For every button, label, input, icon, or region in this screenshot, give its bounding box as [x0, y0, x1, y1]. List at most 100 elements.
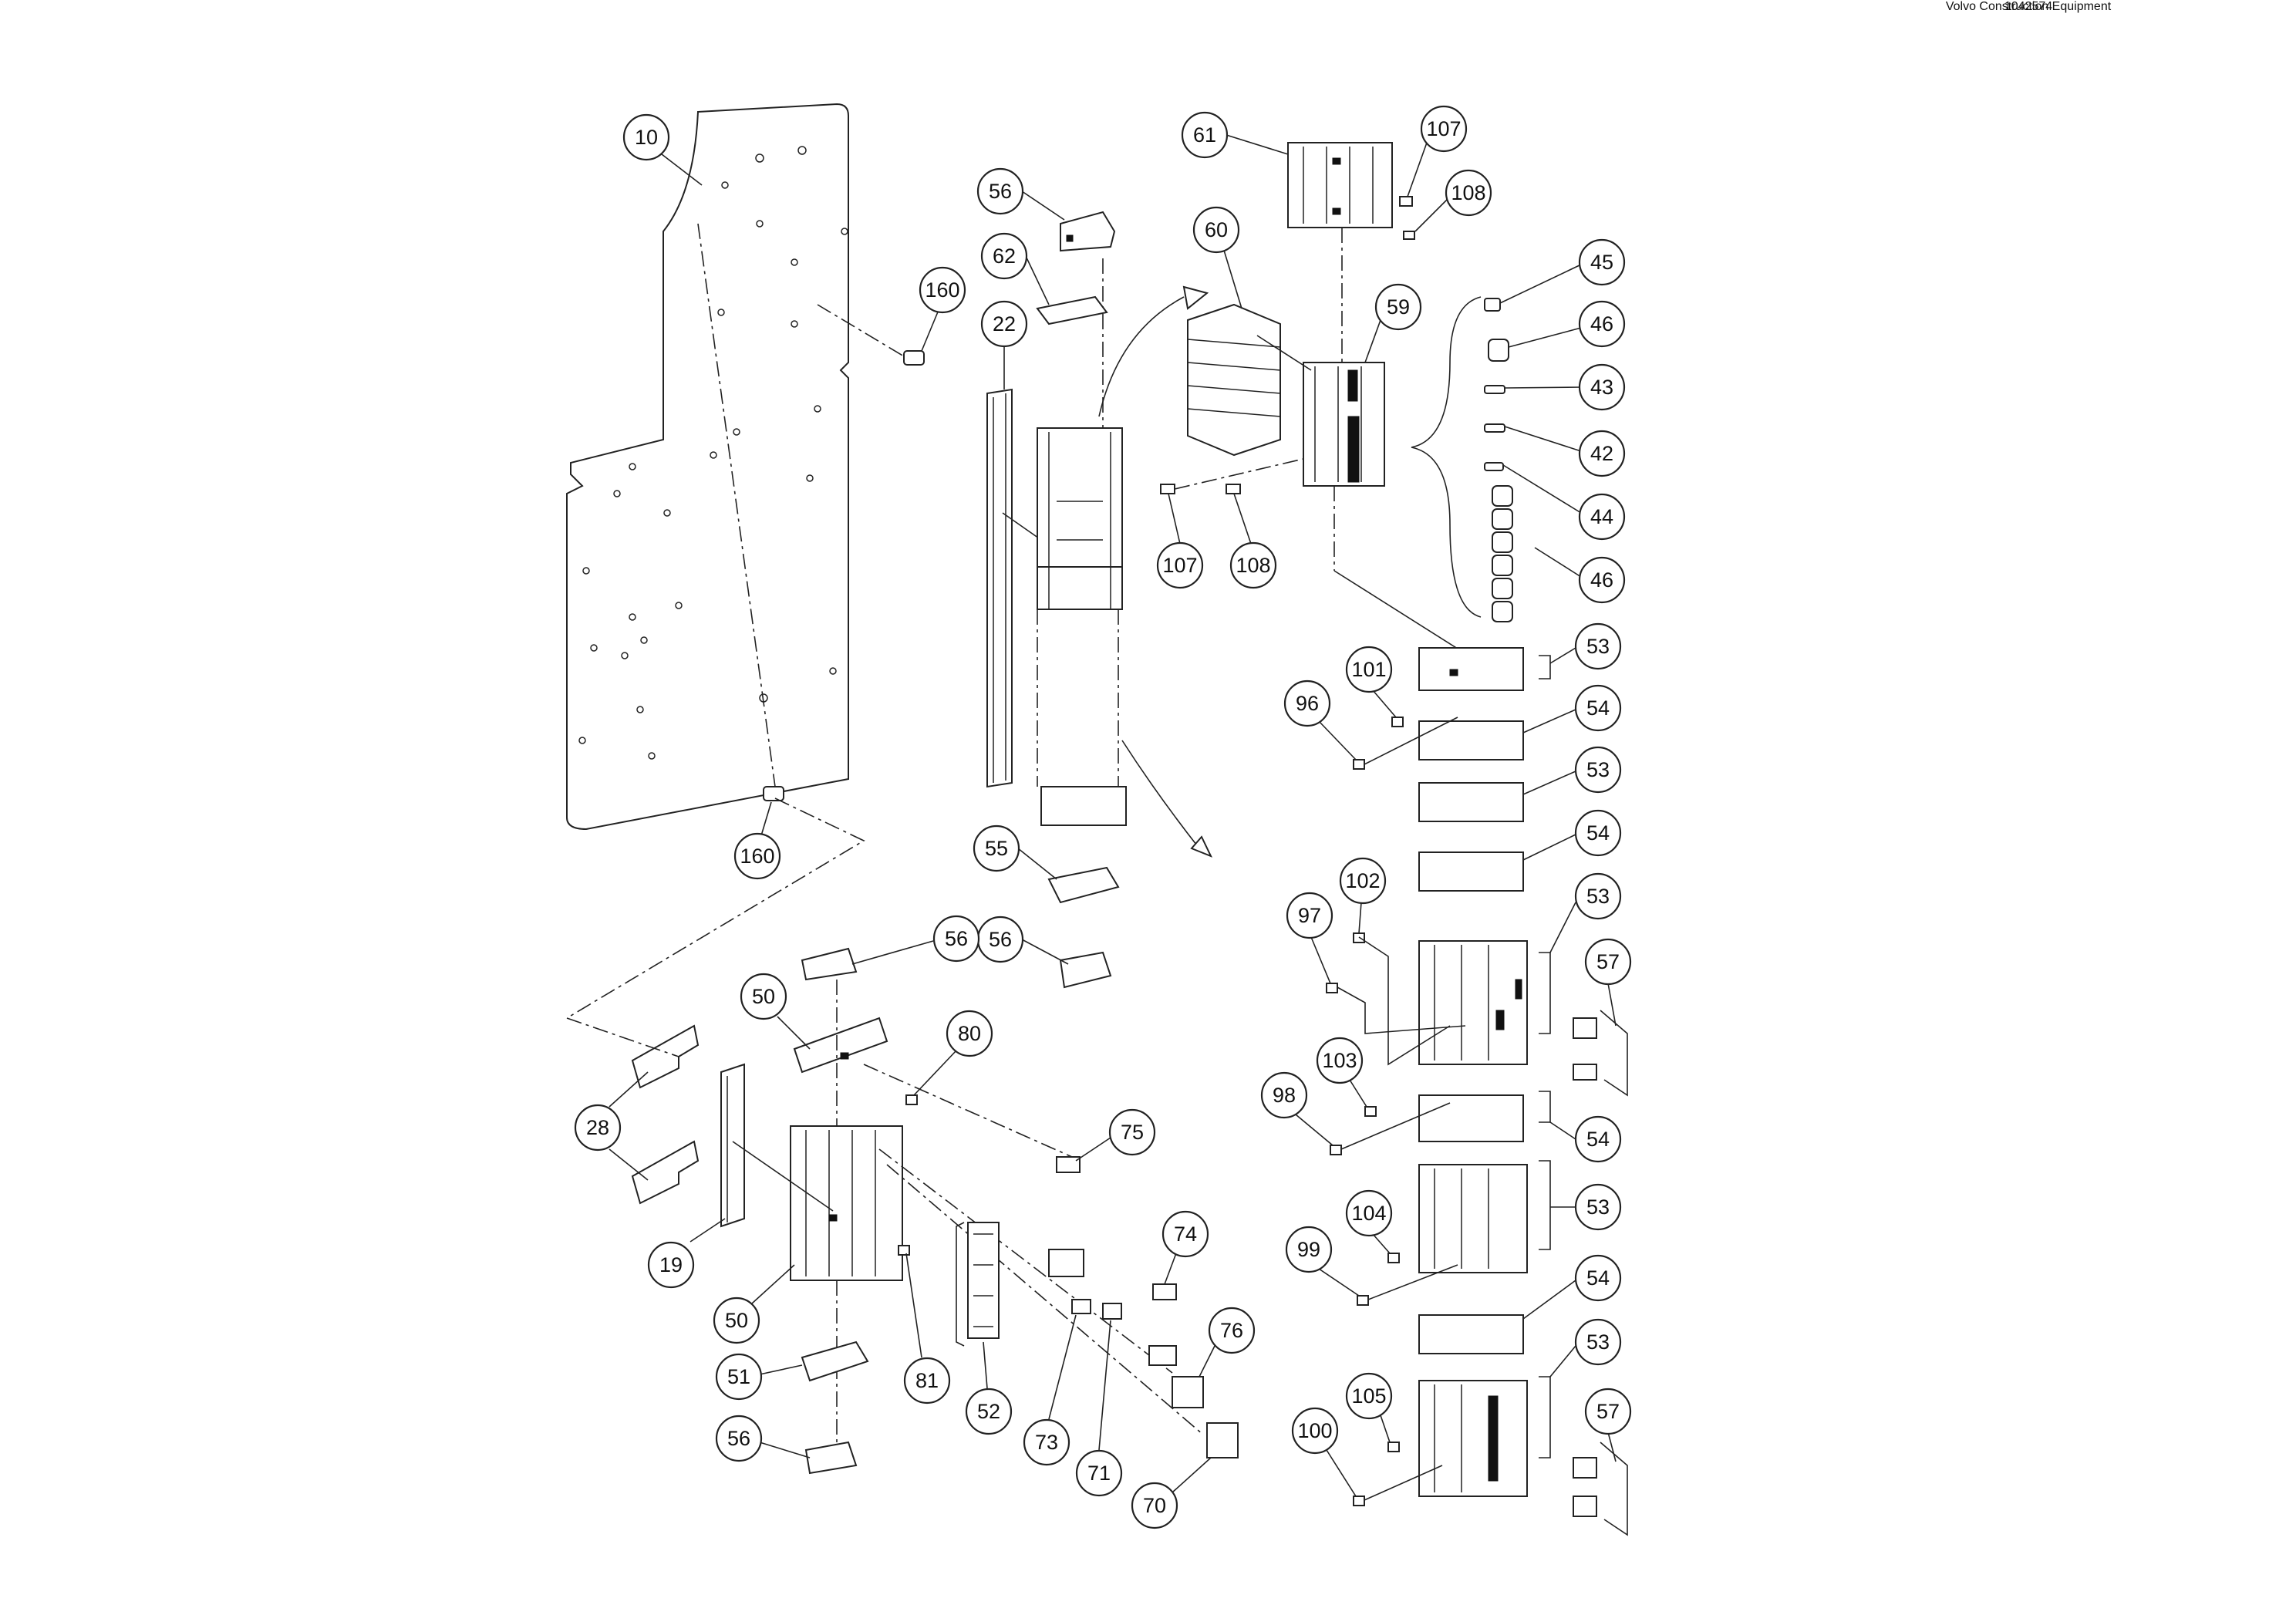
callout-50-lower: 50 — [713, 1264, 795, 1344]
fuse-75 — [1056, 1156, 1081, 1173]
callout-10: 10 — [622, 113, 703, 186]
svg-text:45: 45 — [1590, 251, 1613, 274]
callout-101: 101 — [1345, 646, 1397, 718]
end-cover-55 — [1047, 866, 1120, 904]
svg-text:54: 54 — [1586, 696, 1610, 720]
callout-105: 105 — [1345, 1372, 1393, 1443]
din-rail-upper — [986, 388, 1013, 788]
terminal-row-54-c — [1418, 1094, 1524, 1142]
callout-59: 59 — [1364, 283, 1422, 363]
callout-54-b: 54 — [1522, 809, 1622, 861]
svg-text:107: 107 — [1162, 554, 1197, 577]
fuse-holder — [1048, 1249, 1084, 1277]
svg-text:55: 55 — [985, 837, 1008, 860]
callout-54-c: 54 — [1549, 1115, 1622, 1163]
callout-96: 96 — [1283, 679, 1357, 760]
svg-text:53: 53 — [1586, 635, 1610, 658]
end-cover-62 — [1036, 295, 1108, 325]
component-45 — [1484, 298, 1501, 312]
svg-text:160: 160 — [740, 845, 774, 868]
callout-55: 55 — [973, 824, 1057, 880]
svg-text:28: 28 — [586, 1116, 609, 1139]
marker-80 — [905, 1094, 918, 1105]
svg-text:81: 81 — [915, 1369, 939, 1392]
end-clamp-56-bottom — [804, 1441, 858, 1475]
callout-57-a: 57 — [1584, 938, 1632, 1027]
callout-51: 51 — [715, 1353, 803, 1401]
svg-text:96: 96 — [1296, 692, 1319, 715]
svg-text:56: 56 — [989, 180, 1012, 203]
end-clamp-56-mid — [1059, 951, 1112, 989]
svg-text:108: 108 — [1451, 181, 1485, 204]
callout-45: 45 — [1499, 238, 1626, 304]
callout-107-top: 107 — [1407, 105, 1468, 197]
svg-text:50: 50 — [752, 985, 775, 1008]
marker-98 — [1330, 1145, 1342, 1155]
svg-text:108: 108 — [1236, 554, 1270, 577]
terminal-row-54-a — [1418, 720, 1524, 760]
svg-text:61: 61 — [1193, 123, 1216, 147]
fuse-set-70 — [1206, 1422, 1239, 1458]
svg-text:73: 73 — [1035, 1431, 1058, 1454]
terminal-row-53-a — [1418, 647, 1524, 691]
callout-54-a: 54 — [1522, 684, 1622, 733]
svg-text:57: 57 — [1596, 1400, 1620, 1423]
company-name: Volvo Construction Equipment — [1945, 0, 2112, 13]
svg-text:70: 70 — [1143, 1494, 1166, 1517]
terminal-row-54-d — [1418, 1314, 1524, 1354]
marker-101 — [1391, 717, 1404, 727]
callout-103: 103 — [1316, 1037, 1367, 1108]
callout-54-d: 54 — [1522, 1254, 1622, 1320]
svg-text:104: 104 — [1351, 1202, 1386, 1225]
fuse-set-76 — [1172, 1376, 1204, 1408]
svg-text:52: 52 — [977, 1400, 1000, 1423]
marker-103 — [1364, 1106, 1377, 1117]
component-46-top — [1488, 339, 1509, 362]
marker-104 — [1387, 1253, 1400, 1263]
marker-96 — [1353, 759, 1365, 770]
callout-98: 98 — [1260, 1071, 1333, 1146]
callout-81: 81 — [903, 1253, 951, 1404]
terminal-row-54-b — [1418, 851, 1524, 892]
callout-46-top: 46 — [1508, 300, 1626, 348]
callout-108-left: 108 — [1229, 493, 1277, 589]
callout-80: 80 — [913, 1010, 993, 1096]
svg-text:76: 76 — [1220, 1319, 1243, 1342]
callout-53-c: 53 — [1549, 872, 1622, 953]
callout-53-b: 53 — [1522, 746, 1622, 795]
callout-56-mid: 56 — [976, 916, 1069, 965]
callout-104: 104 — [1345, 1189, 1393, 1254]
svg-text:44: 44 — [1590, 505, 1613, 528]
svg-text:19: 19 — [659, 1253, 683, 1276]
callout-52: 52 — [965, 1341, 1013, 1435]
callout-56-lower-upper: 56 — [851, 915, 980, 965]
svg-text:53: 53 — [1586, 758, 1610, 781]
marker-107-top — [1399, 196, 1413, 207]
callout-42: 42 — [1504, 426, 1626, 477]
svg-text:100: 100 — [1297, 1419, 1332, 1442]
marker-107-left — [1160, 484, 1175, 494]
bolt-lower — [763, 786, 784, 801]
end-clamp-50-upper — [793, 1017, 888, 1074]
callout-160-upper: 160 — [919, 266, 966, 352]
svg-text:54: 54 — [1586, 821, 1610, 845]
terminal-group-61 — [1287, 142, 1393, 228]
svg-text:42: 42 — [1590, 442, 1613, 465]
bracket-28-upper — [631, 1024, 700, 1089]
terminal-column — [1037, 427, 1123, 610]
terminal-row-53-b — [1418, 782, 1524, 822]
svg-text:102: 102 — [1345, 869, 1380, 892]
callout-60: 60 — [1192, 206, 1242, 309]
callout-44: 44 — [1502, 464, 1626, 541]
end-cover-51 — [801, 1340, 869, 1382]
din-rail-19 — [720, 1063, 745, 1228]
callout-53-a: 53 — [1549, 622, 1622, 670]
marker-81 — [898, 1245, 910, 1256]
fuse-74 — [1152, 1283, 1177, 1300]
callout-46-stack: 46 — [1534, 547, 1626, 604]
terminal-group-59 — [1303, 362, 1385, 487]
marker-99 — [1357, 1295, 1369, 1306]
svg-text:107: 107 — [1426, 117, 1461, 140]
svg-text:99: 99 — [1297, 1238, 1320, 1261]
